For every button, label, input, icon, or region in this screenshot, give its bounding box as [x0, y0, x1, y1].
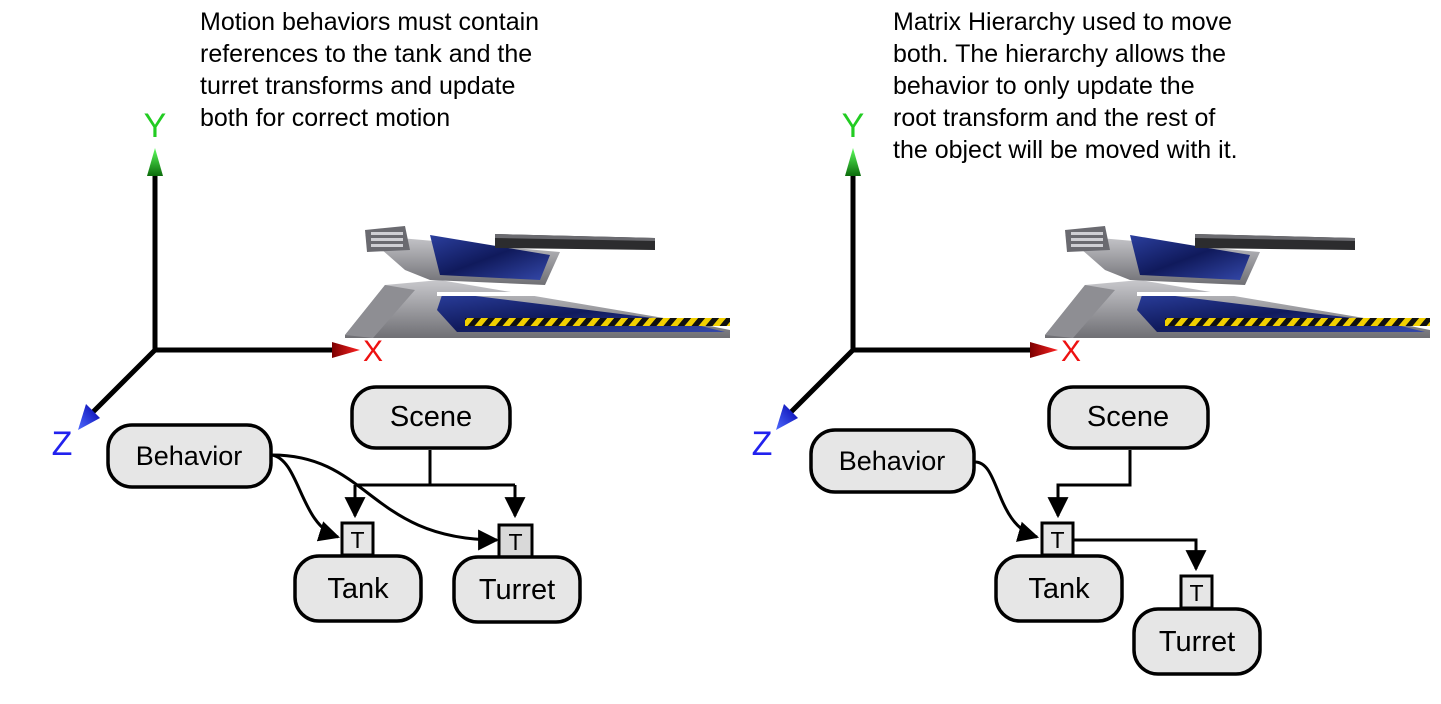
turret-transform-tag-label: T	[508, 529, 522, 555]
caption-line: Motion behaviors must contain	[200, 8, 540, 36]
left-caption: Motion behaviors must contain references…	[200, 6, 600, 134]
behavior-node: Behavior	[809, 428, 976, 494]
caption-line: both. The hierarchy allows the	[893, 40, 1227, 68]
behavior-to-turret-edge	[271, 453, 500, 551]
z-axis-line	[90, 348, 157, 415]
z-axis-label: Z	[52, 425, 73, 463]
right-panel: Y X Z Scene Behavior T	[752, 107, 1432, 676]
caption-line: references to the tank and the	[200, 40, 533, 68]
y-axis-label: Y	[842, 107, 865, 145]
tank-transform-tag: T	[340, 521, 375, 557]
turret-node: Turret	[1132, 607, 1262, 676]
tank-node-label: Tank	[1028, 573, 1090, 605]
caption-line: root transform and the rest of	[893, 104, 1216, 132]
right-caption: Matrix Hierarchy used to move both. The …	[893, 6, 1303, 166]
scene-graph: Scene Behavior T Tank T Turret	[106, 385, 582, 624]
turret-node-label: Turret	[479, 574, 555, 606]
left-panel: Y X Z Scene Behavior	[52, 107, 732, 624]
behavior-node-label: Behavior	[136, 441, 243, 471]
axes-gizmo: Y X Z	[52, 107, 383, 463]
tank-transform-tag-label: T	[1050, 527, 1064, 553]
z-axis-arrow	[78, 404, 100, 430]
tank-to-turret-edge	[1074, 538, 1207, 572]
axes-gizmo: Y X Z	[752, 107, 1081, 463]
behavior-node-label: Behavior	[839, 446, 946, 476]
x-axis-arrow	[332, 342, 360, 358]
behavior-node: Behavior	[106, 423, 273, 489]
scene-node-label: Scene	[1087, 401, 1169, 433]
tank-transform-tag: T	[1040, 521, 1075, 557]
y-axis-arrow	[147, 148, 163, 176]
y-axis-label: Y	[144, 107, 167, 145]
tank-node: Tank	[994, 554, 1124, 623]
scene-node: Scene	[350, 385, 512, 450]
y-axis-arrow	[845, 148, 861, 176]
behavior-to-tank-edge	[974, 460, 1040, 542]
caption-line: Matrix Hierarchy used to move	[893, 8, 1233, 36]
turret-transform-tag-label: T	[1189, 580, 1203, 606]
x-axis-label: X	[363, 335, 383, 368]
tank-node: Tank	[293, 554, 423, 623]
tank-3d-model	[343, 224, 732, 340]
turret-transform-tag: T	[497, 523, 534, 559]
scene-edge	[355, 450, 515, 487]
scene-node: Scene	[1047, 385, 1210, 450]
x-axis-arrow	[1030, 342, 1058, 358]
turret-node-label: Turret	[1159, 626, 1235, 658]
caption-line: turret transforms and update	[200, 72, 516, 100]
caption-line: both for correct motion	[200, 104, 451, 132]
caption-line: the object will be moved with it.	[893, 136, 1238, 164]
turret-node: Turret	[452, 555, 582, 624]
scene-node-label: Scene	[390, 401, 472, 433]
caption-line: behavior to only update the	[893, 72, 1195, 100]
behavior-to-tank-edge	[271, 453, 341, 542]
scene-graph: Scene Behavior T Tank T Turret	[809, 385, 1262, 676]
tank-node-label: Tank	[327, 573, 389, 605]
z-axis-label: Z	[752, 425, 773, 463]
turret-transform-tag: T	[1179, 574, 1214, 610]
tank-3d-model	[1043, 224, 1432, 340]
z-axis-line	[788, 348, 855, 415]
scene-to-tank-edge	[1047, 450, 1132, 519]
tank-transform-tag-label: T	[350, 527, 364, 553]
z-axis-arrow	[776, 404, 798, 430]
x-axis-label: X	[1061, 335, 1081, 368]
